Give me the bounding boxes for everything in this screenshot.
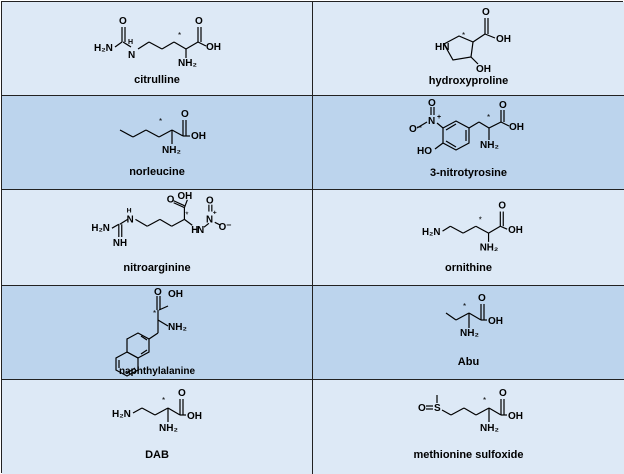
atom-nitro-n: N	[206, 214, 213, 225]
compound-name: naphthylalanine	[118, 366, 196, 377]
atom-hn: HN	[435, 42, 449, 53]
atom-s: S	[434, 403, 441, 414]
atom-nitro-plus: +	[437, 114, 441, 121]
atom-o-urea: O	[119, 16, 127, 27]
atom-o: O	[499, 388, 507, 399]
compound-name: ornithine	[444, 262, 493, 274]
cell-norleucine: * NH₂ O OH norleucine	[2, 96, 313, 190]
atom-o: O	[167, 195, 175, 206]
atom-h-amide: H	[128, 39, 133, 46]
compound-name: citrulline	[134, 74, 180, 86]
cell-abu: * NH₂ O OH Abu	[313, 286, 624, 380]
atom-nh: N	[128, 50, 135, 61]
compound-name: DAB	[145, 449, 169, 461]
atom-o: O	[498, 201, 506, 212]
atom-nh2: NH₂	[460, 328, 479, 339]
atom-nh2: NH₂	[168, 322, 187, 333]
chiral-star: *	[487, 113, 490, 122]
cell-ornithine: H₂N * NH₂ O OH ornithine	[313, 190, 624, 286]
atom-ho: HO	[417, 146, 432, 157]
atom-o: O	[181, 109, 189, 120]
atom-h2n: H₂N	[422, 227, 440, 238]
structure-dab: H₂N * NH₂ O OH	[112, 388, 202, 434]
cell-3-nitrotyrosine: N + O O⁻ HO * NH₂ O OH 3-nitrotyrosine	[313, 96, 624, 190]
atom-nitro-o: O	[428, 98, 436, 109]
cell-naphthylalanine: O OH * NH₂ naphthylalanine	[2, 286, 313, 380]
atom-nh2: NH₂	[178, 58, 197, 69]
atom-hn: H	[191, 225, 198, 236]
compound-name: hydroxyproline	[428, 75, 509, 87]
chiral-star: *	[463, 302, 466, 311]
atom-nh2: NH₂	[159, 423, 178, 434]
atom-nh2: NH₂	[480, 140, 499, 151]
structure-abu: * NH₂ O OH	[445, 293, 503, 339]
cell-dab: H₂N * NH₂ O OH DAB	[2, 380, 313, 474]
atom-h-guan: H	[127, 208, 132, 215]
atom-n-nitro-amine: N	[197, 225, 204, 236]
atom-oh: OH	[168, 289, 183, 300]
atom-oh: OH	[187, 411, 202, 422]
cell-citrulline: H₂N O N H * NH₂ O OH citrulline	[2, 2, 313, 96]
structure-3-nitrotyrosine: N + O O⁻ HO * NH₂ O OH	[409, 98, 524, 157]
atom-oh: OH	[508, 225, 523, 236]
atom-nitro-plus: +	[213, 209, 217, 216]
atom-n-guan: N	[127, 214, 134, 225]
atom-oh: OH	[178, 191, 193, 202]
structure-naphthylalanine: O OH * NH₂	[115, 287, 187, 377]
structure-ornithine: H₂N * NH₂ O OH	[422, 201, 523, 254]
cell-nitroarginine: H₂N NH N H * O OH H N N +	[2, 190, 313, 286]
chiral-star: *	[479, 215, 482, 224]
atom-o: O	[154, 287, 162, 298]
atom-nitro-ominus: O⁻	[409, 124, 422, 135]
chiral-star: *	[159, 117, 162, 126]
atom-nh2: NH₂	[480, 423, 499, 434]
atom-h2n: H₂N	[94, 43, 113, 54]
chiral-star: *	[462, 31, 465, 40]
atom-oh: OH	[191, 131, 206, 142]
atom-o: O	[499, 100, 507, 111]
chiral-star: *	[162, 396, 165, 405]
chiral-star: *	[185, 210, 188, 219]
atom-oh-ring: OH	[476, 64, 491, 75]
chiral-star: *	[153, 309, 156, 318]
structure-citrulline: H₂N O N H * NH₂ O OH	[94, 16, 221, 69]
structure-norleucine: * NH₂ O OH	[119, 109, 206, 156]
compound-name: 3-nitrotyrosine	[429, 167, 507, 179]
atom-nitro-n: N	[428, 116, 435, 127]
atom-nitro-ominus: O⁻	[219, 222, 232, 233]
atom-h2n: H₂N	[112, 409, 131, 420]
structure-methionine-sulfoxide: O S * NH₂ O OH	[418, 388, 523, 434]
atom-o: O	[478, 293, 486, 304]
chiral-star: *	[483, 396, 486, 405]
atom-o: O	[482, 7, 490, 18]
compound-name: nitroarginine	[123, 262, 191, 274]
atom-o: O	[195, 16, 203, 27]
compound-name: norleucine	[129, 166, 185, 178]
atom-nitro-o: O	[206, 196, 214, 207]
atom-oh: OH	[509, 122, 524, 133]
compound-name: methionine sulfoxide	[413, 449, 524, 461]
compound-name: Abu	[457, 356, 480, 368]
atom-nh2: NH₂	[480, 243, 498, 254]
structure-hydroxyproline: HN * O OH OH	[435, 7, 511, 75]
atom-nh2: NH₂	[162, 145, 181, 156]
atom-o: O	[178, 388, 186, 399]
atom-oh: OH	[496, 34, 511, 45]
cell-hydroxyproline: HN * O OH OH hydroxyproline	[313, 2, 624, 96]
structure-nitroarginine: H₂N NH N H * O OH H N N +	[91, 191, 232, 249]
atom-oh: OH	[206, 42, 221, 53]
atom-oh: OH	[508, 411, 523, 422]
atom-o-sulfoxide: O	[418, 403, 426, 414]
atom-h2n: H₂N	[91, 223, 109, 234]
atom-oh: OH	[488, 316, 503, 327]
atom-nh-imine: NH	[113, 238, 127, 249]
chiral-star: *	[178, 31, 181, 40]
cell-methionine-sulfoxide: O S * NH₂ O OH methionine sulfoxide	[313, 380, 624, 474]
